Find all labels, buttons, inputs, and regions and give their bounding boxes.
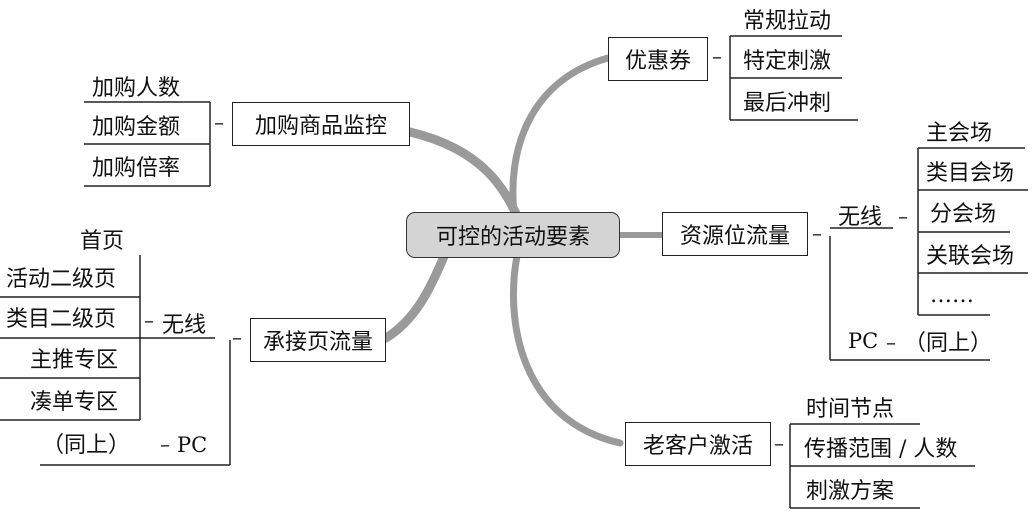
pc-item: （同上） xyxy=(904,331,993,356)
collapse-dash-icon: – xyxy=(160,432,170,456)
pc-label: PC xyxy=(177,433,208,457)
addon-item: 加购倍率 xyxy=(92,156,181,181)
resource-traffic-node: 资源位流量 xyxy=(662,212,808,256)
pc-label: PC xyxy=(848,329,879,353)
collapse-dash-icon: – xyxy=(712,44,722,68)
resource-item: 类目会场 xyxy=(926,161,1015,186)
reactivate-item: 时间节点 xyxy=(806,397,895,422)
collapse-dash-icon: – xyxy=(232,325,242,349)
resource-item: 关联会场 xyxy=(926,244,1015,269)
reactivate-node: 老客户激活 xyxy=(625,422,771,466)
coupon-node: 优惠券 xyxy=(608,37,708,81)
reactivate-item: 传播范围 / 人数 xyxy=(804,437,958,462)
collapse-dash-icon: – xyxy=(886,330,896,354)
wireless-label: 无线 xyxy=(838,205,883,230)
resource-item: …… xyxy=(930,282,974,308)
collapse-dash-icon: – xyxy=(774,431,784,455)
landing-item: 活动二级页 xyxy=(6,267,117,292)
coupon-item: 最后冲刺 xyxy=(743,91,832,116)
pc-item: （同上） xyxy=(42,433,131,458)
addon-monitor-node: 加购商品监控 xyxy=(232,102,410,146)
collapse-dash-icon: – xyxy=(898,204,908,228)
collapse-dash-icon: – xyxy=(214,110,224,134)
resource-item: 主会场 xyxy=(926,121,993,146)
addon-item: 加购金额 xyxy=(92,115,181,140)
wireless-label: 无线 xyxy=(162,313,207,338)
center-topic: 可控的活动要素 xyxy=(406,212,620,258)
coupon-item: 常规拉动 xyxy=(743,9,832,34)
reactivate-item: 刺激方案 xyxy=(806,479,895,504)
landing-item: 首页 xyxy=(80,229,125,254)
coupon-item: 特定刺激 xyxy=(743,49,832,74)
collapse-dash-icon: – xyxy=(812,221,822,245)
addon-item: 加购人数 xyxy=(92,76,181,101)
resource-item: 分会场 xyxy=(930,202,997,227)
landing-item: 主推专区 xyxy=(30,348,119,373)
landing-item: 凑单专区 xyxy=(30,390,119,415)
landing-item: 类目二级页 xyxy=(6,307,117,332)
landing-traffic-node: 承接页流量 xyxy=(250,318,386,362)
collapse-dash-icon: – xyxy=(144,308,154,332)
